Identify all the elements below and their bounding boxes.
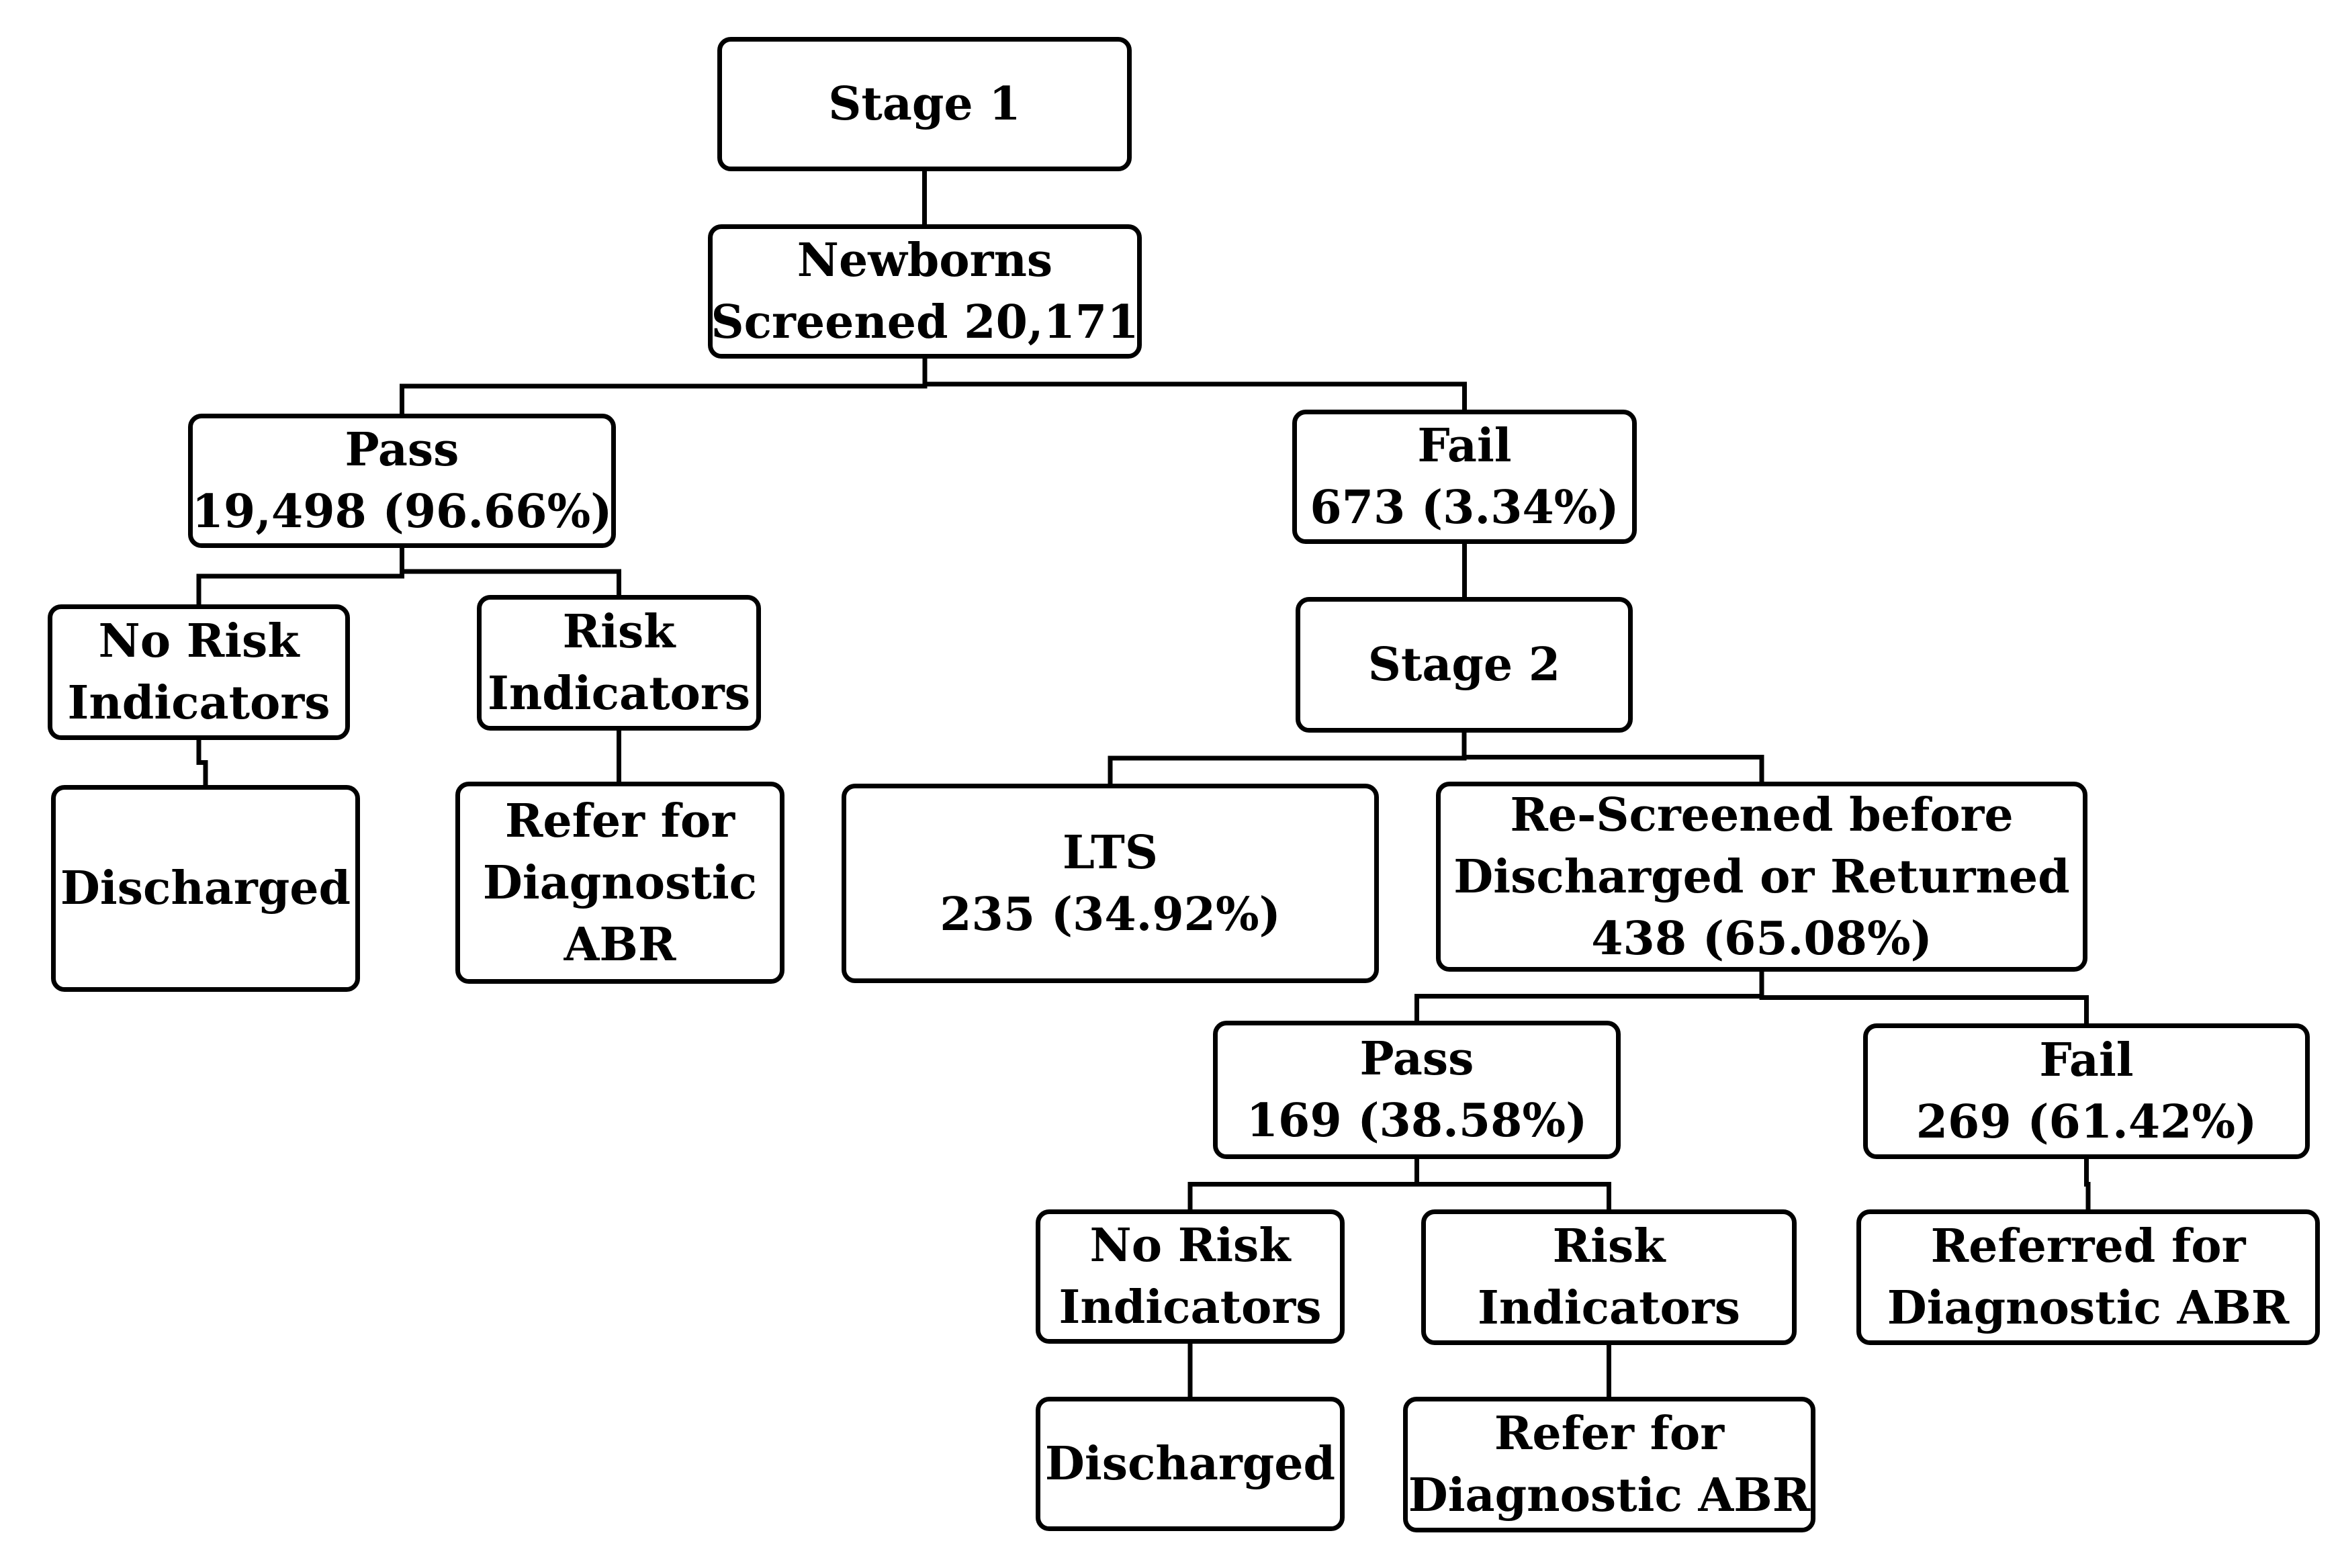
stage-2-no-risk-line-2: Indicators [1059,1281,1322,1334]
stage-1-refer-line-1: Refer for [504,794,735,848]
stage-1-refer-line-2: Diagnostic [482,856,758,910]
stage-1-box: Stage 1 [717,37,1132,171]
stage-2-label: Stage 2 [1367,638,1561,692]
stage-2-discharged-box: Discharged [1036,1397,1345,1531]
lts-line-2: 235 (34.92%) [940,887,1281,941]
stage-1-refer-line-3: ABR [564,917,676,972]
re-screened-box: Re-Screened before Discharged or Returne… [1436,782,2087,972]
connector-stage2-to-rescreened [1461,733,1764,782]
stage-2-no-risk-line-1: No Risk [1089,1219,1291,1273]
stage-1-no-risk-line-1: No Risk [98,614,300,668]
stage-2-discharged-label: Discharged [1044,1437,1336,1491]
stage-2-box: Stage 2 [1296,597,1633,733]
stage-1-fail-line-2: 673 (3.34%) [1310,481,1619,535]
stage-2-refer-line-1: Refer for [1494,1407,1725,1461]
newborns-line-2: Screened 20,171 [711,295,1139,349]
stage-2-pass-box: Pass 169 (38.58%) [1213,1021,1621,1159]
stage-1-no-risk-indicators-box: No Risk Indicators [48,604,350,740]
stage-1-no-risk-line-2: Indicators [67,676,330,730]
connector-fail2-to-referred2 [2084,1159,2091,1209]
stage-1-risk-line-2: Indicators [488,667,750,721]
stage-2-pass-line-1: Pass [1359,1032,1474,1086]
stage-2-fail-box: Fail 269 (61.42%) [1863,1023,2310,1159]
stage-1-refer-for-diagnostic-abr-box: Refer for Diagnostic ABR [455,782,784,984]
stage-2-risk-line-1: Risk [1552,1219,1666,1273]
stage-2-risk-indicators-box: Risk Indicators [1421,1209,1797,1345]
connector-norisk1-to-discharged1 [196,740,208,785]
connector-newborns-to-fail1 [922,359,1467,410]
connector-pass2-to-risk2 [1414,1159,1611,1209]
stage-1-fail-line-1: Fail [1417,419,1512,473]
stage-2-referred-for-diagnostic-abr-box: Referred for Diagnostic ABR [1856,1209,2320,1345]
lts-line-1: LTS [1063,825,1158,880]
stage-2-refer-line-2: Diagnostic ABR [1408,1469,1811,1522]
stage-1-fail-box: Fail 673 (3.34%) [1292,410,1637,544]
re-screened-line-1: Re-Screened before [1510,788,2014,842]
stage-2-risk-line-2: Indicators [1478,1281,1740,1335]
stage-2-no-risk-indicators-box: No Risk Indicators [1036,1209,1345,1344]
stage-2-refer-for-diagnostic-abr-box: Refer for Diagnostic ABR [1403,1397,1815,1532]
stage-1-discharged-label: Discharged [60,862,351,915]
connector-pass1-to-risk1 [400,548,621,595]
lts-box: LTS 235 (34.92%) [842,784,1379,983]
stage-1-pass-line-1: Pass [345,423,459,477]
connector-newborns-to-pass1 [400,359,928,414]
stage-1-risk-indicators-box: Risk Indicators [477,595,761,731]
newborns-line-1: Newborns [797,234,1053,287]
connector-stage2-to-lts [1108,733,1467,784]
connector-rescreened-to-fail2 [1759,972,2089,1023]
stage-2-pass-line-2: 169 (38.58%) [1246,1094,1588,1148]
stage-1-discharged-box: Discharged [51,785,360,992]
connector-pass2-to-norisk2 [1187,1159,1419,1209]
stage-1-pass-line-2: 19,498 (96.66%) [191,485,613,539]
stage-2-fail-line-1: Fail [2039,1033,2134,1087]
stage-1-risk-line-1: Risk [562,605,676,659]
connector-pass1-to-norisk1 [196,548,404,604]
re-screened-line-2: Discharged or Returned [1453,849,2070,904]
newborns-screened-box: Newborns Screened 20,171 [708,224,1142,359]
stage-2-fail-line-2: 269 (61.42%) [1916,1095,2257,1149]
re-screened-line-3: 438 (65.08%) [1591,911,1932,966]
stage-2-referred-line-1: Referred for [1930,1219,2246,1273]
stage-1-pass-box: Pass 19,498 (96.66%) [188,414,616,548]
connector-rescreened-to-pass2 [1414,972,1764,1021]
stage-2-referred-line-2: Diagnostic ABR [1887,1281,2290,1335]
stage-1-label: Stage 1 [828,77,1021,131]
